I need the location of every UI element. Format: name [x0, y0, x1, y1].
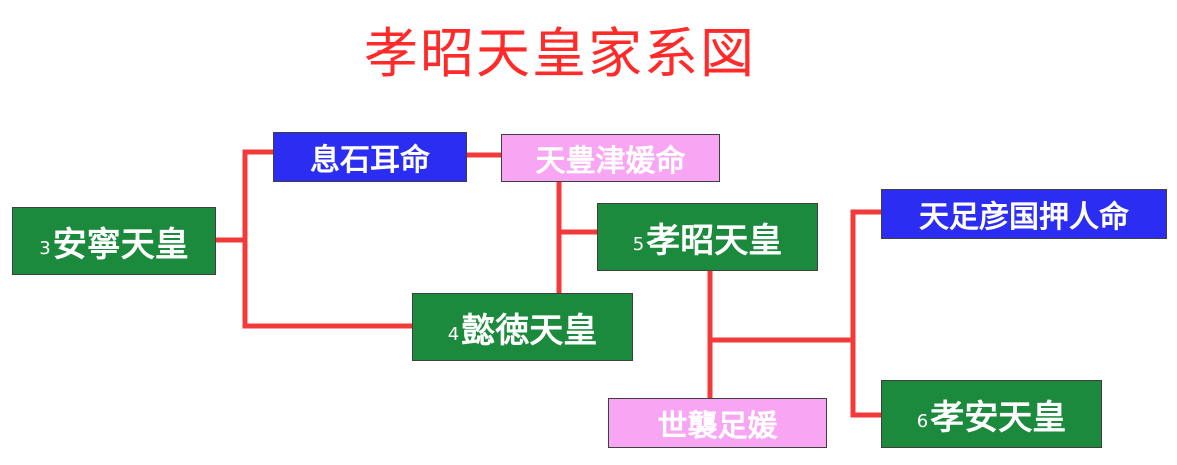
node-label: 孝安天皇 [930, 397, 1067, 438]
node-amatoyotsu-hime: 天豊津媛命 [501, 134, 720, 182]
node-koan-tenno: 6 孝安天皇 [881, 380, 1102, 448]
node-label: 孝昭天皇 [646, 220, 783, 261]
node-amatarashihiko-kunioshihito: 天足彦国押人命 [881, 189, 1167, 239]
node-kosho-tenno: 5 孝昭天皇 [597, 203, 818, 271]
emperor-number: 4 [447, 323, 460, 345]
node-label: 天足彦国押人命 [919, 200, 1129, 235]
node-itoku-tenno: 4 懿徳天皇 [412, 293, 633, 361]
emperor-number: 3 [39, 237, 51, 259]
node-okiso-mimi: 息石耳命 [273, 132, 467, 182]
node-label: 息石耳命 [310, 143, 430, 178]
node-label: 懿徳天皇 [461, 310, 598, 351]
page-title: 孝昭天皇家系図 [364, 22, 756, 85]
emperor-number: 6 [916, 410, 929, 432]
node-label: 安寧天皇 [52, 224, 189, 265]
node-label: 天豊津媛命 [535, 144, 686, 179]
node-annei-tenno: 3 安寧天皇 [12, 207, 216, 275]
emperor-number: 5 [632, 233, 645, 255]
node-yosotarashi-hime: 世襲足媛 [608, 398, 827, 448]
node-label: 世襲足媛 [657, 409, 778, 444]
